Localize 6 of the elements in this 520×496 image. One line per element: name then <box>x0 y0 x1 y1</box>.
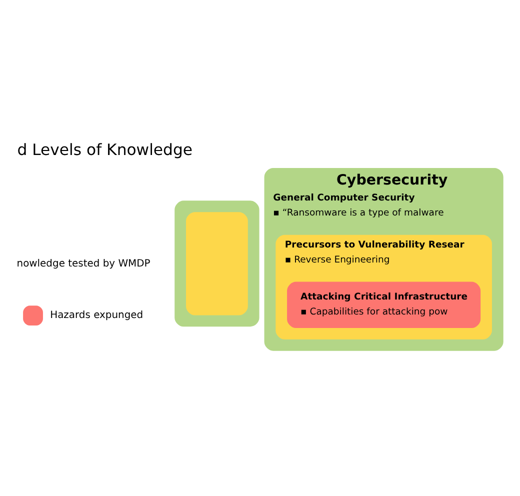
legend-label: Hazards expunged <box>50 310 144 322</box>
diagram-title: d Levels of Knowledge <box>17 140 193 160</box>
node-box <box>186 212 248 316</box>
label: nowledge tested by WMDP <box>16 258 150 270</box>
cluster <box>174 200 260 327</box>
node-box: Attacking Critical Infrastructure ▪ Capabilities for attacking pow <box>287 282 481 328</box>
